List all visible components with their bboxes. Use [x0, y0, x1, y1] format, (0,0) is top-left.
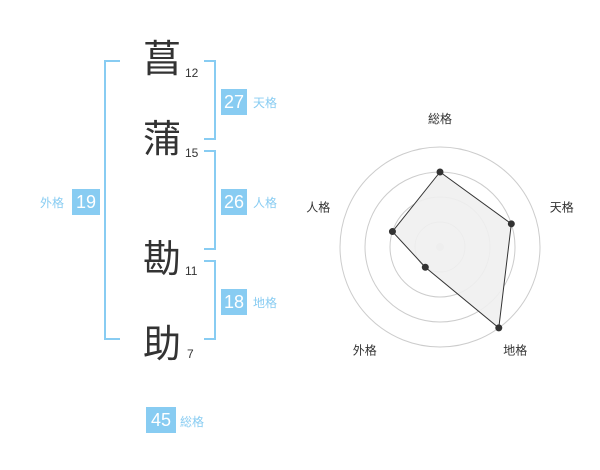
chikaku-label: 地格: [253, 296, 278, 310]
name-char-2: 蒲: [143, 117, 182, 161]
soukaku-label: 総格: [180, 415, 205, 429]
radar-data-area: [391, 171, 512, 329]
jinkaku-value: 26: [221, 189, 247, 215]
tenkaku-bracket: [204, 60, 216, 140]
chikaku-value: 18: [221, 289, 247, 315]
radar-point-1: [436, 168, 444, 176]
radar-axis-label-3: 地格: [503, 343, 527, 358]
name-char-3-strokes: 11: [185, 264, 198, 278]
name-char-3: 勘: [143, 237, 182, 281]
gaikaku-label: 外格: [40, 196, 65, 210]
name-char-2-strokes: 15: [185, 146, 199, 160]
radar-point-5: [388, 228, 396, 236]
gaikaku-value: 19: [72, 189, 100, 215]
name-char-1: 菖: [143, 37, 182, 81]
name-char-4: 助: [143, 322, 182, 366]
jinkaku-label: 人格: [253, 196, 278, 210]
radar-point-4: [421, 263, 429, 271]
jinkaku-bracket: [204, 150, 216, 250]
radar-points: [388, 168, 515, 332]
radar-ring: [339, 146, 541, 348]
name-char-1-strokes: 12: [185, 66, 199, 80]
tenkaku-value: 27: [221, 89, 247, 115]
radar-axis-label-2: 天格: [550, 199, 574, 214]
radar-axis-label-1: 総格: [428, 111, 452, 126]
name-char-4-strokes: 7: [187, 347, 194, 361]
soukaku-value: 45: [146, 407, 176, 433]
chikaku-bracket: [204, 260, 216, 340]
radar-point-2: [507, 220, 515, 228]
radar-axis-label-5: 人格: [306, 199, 330, 214]
tenkaku-label: 天格: [253, 96, 278, 110]
radar-axis-label-4: 外格: [353, 343, 377, 358]
radar-point-3: [495, 324, 503, 332]
gaikaku-bracket: [104, 60, 120, 340]
